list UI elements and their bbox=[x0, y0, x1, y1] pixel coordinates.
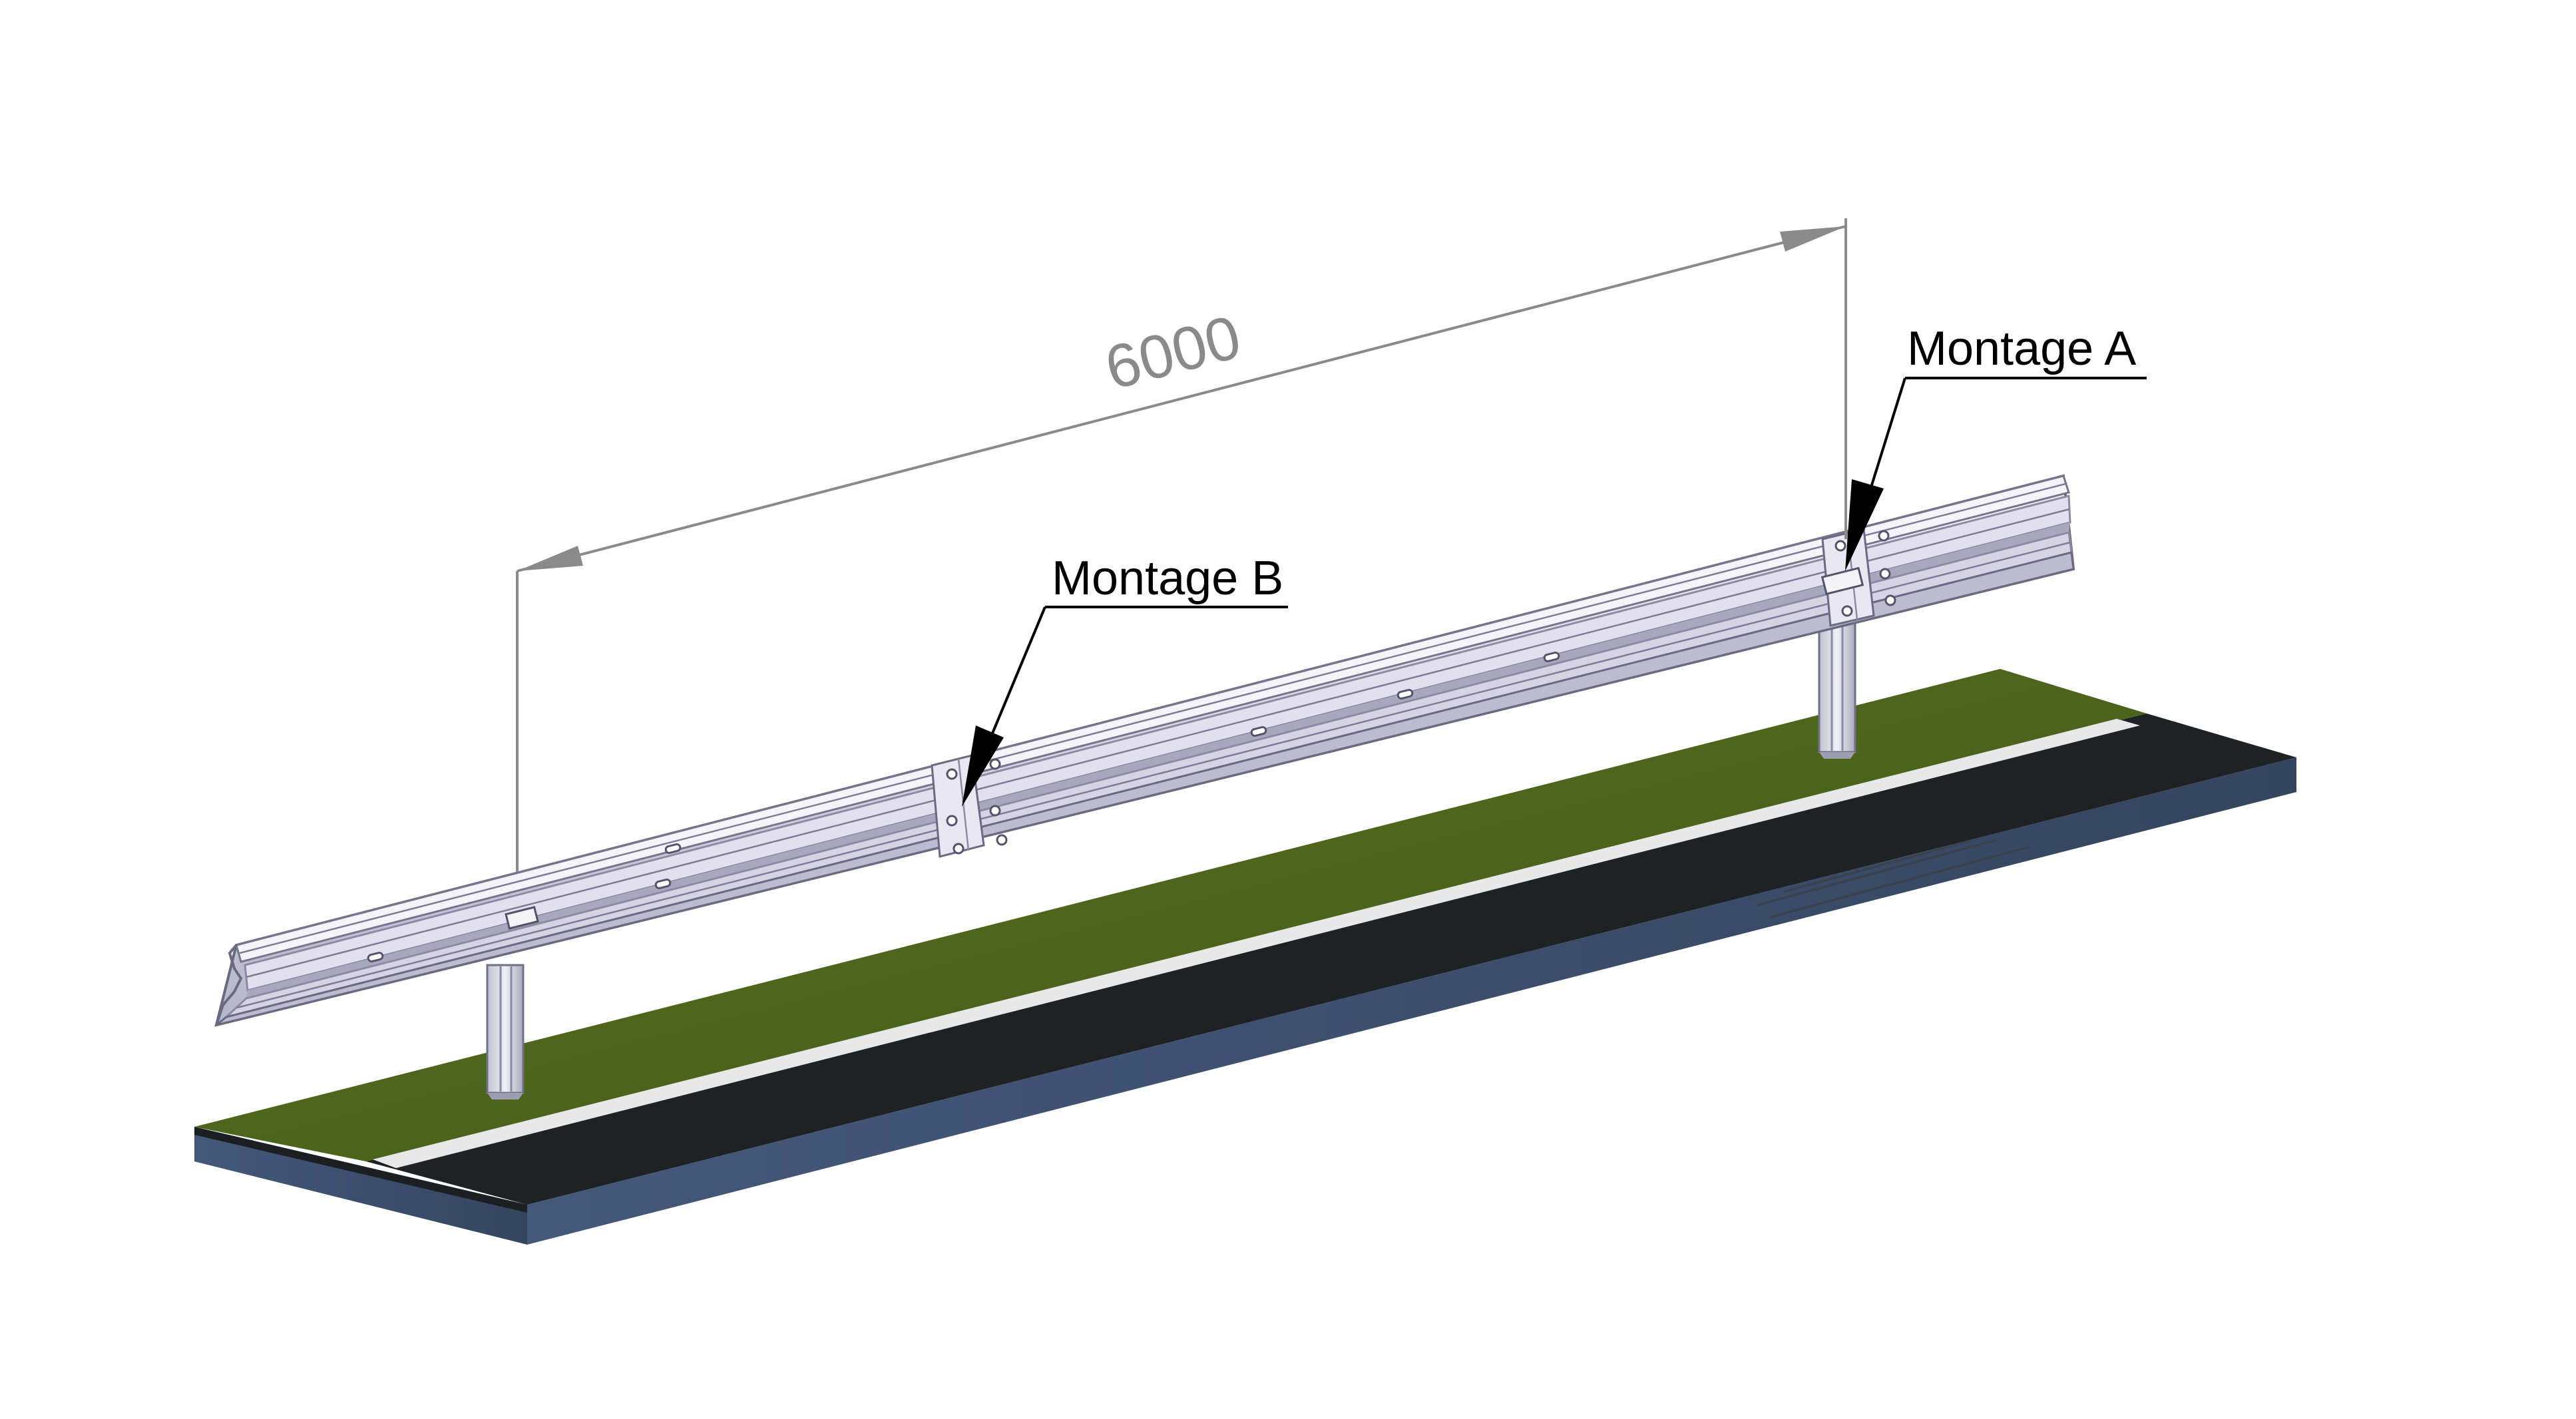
dimension-line bbox=[517, 225, 1846, 572]
bolt-heads bbox=[946, 530, 1896, 855]
callout-montage-b-label: Montage B bbox=[1052, 552, 1283, 605]
ground-slab bbox=[194, 669, 2296, 1245]
callout-montage-b: Montage B bbox=[962, 552, 1288, 807]
callout-montage-a-label: Montage A bbox=[1907, 322, 2136, 375]
lane-marking bbox=[373, 719, 2140, 1168]
post-right bbox=[1818, 618, 1856, 759]
slab-left-edge bbox=[194, 1127, 527, 1213]
dimension-arrow-left bbox=[517, 546, 583, 571]
bolt-slots bbox=[367, 652, 1560, 962]
callout-montage-a-arrow bbox=[1845, 479, 1884, 571]
guardrail-beam bbox=[214, 474, 2075, 1027]
grass-strip bbox=[194, 669, 2147, 1161]
dimension-arrow-right bbox=[1780, 226, 1846, 252]
road-texture bbox=[1757, 839, 2031, 918]
post-bracket-right bbox=[1821, 566, 1864, 596]
post-left bbox=[486, 964, 525, 1100]
asphalt-road bbox=[366, 713, 2296, 1205]
callout-montage-b-arrow bbox=[962, 725, 1004, 807]
callout-montage-a: Montage A bbox=[1845, 322, 2147, 571]
post-bracket-left bbox=[505, 906, 539, 930]
slab-front-face bbox=[194, 1127, 527, 1245]
